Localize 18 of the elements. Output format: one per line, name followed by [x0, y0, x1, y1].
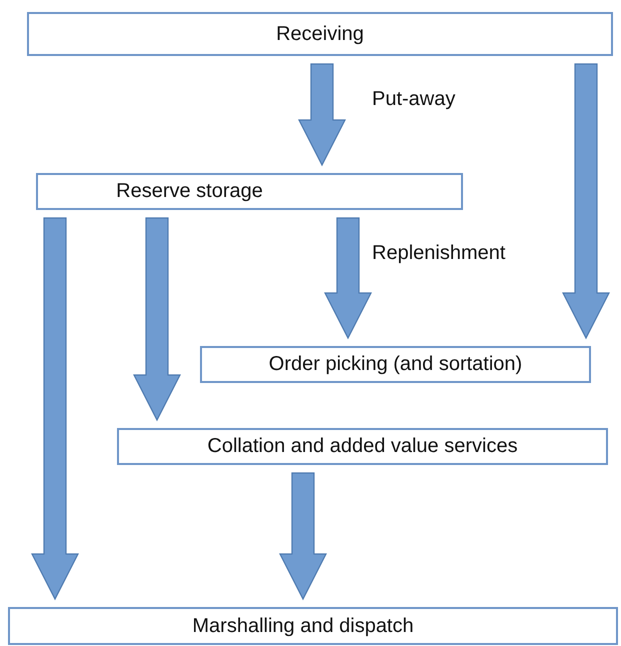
box-label: Receiving: [276, 22, 364, 46]
block-arrow: [324, 217, 372, 340]
box-label: Marshalling and dispatch: [192, 614, 414, 638]
edge-label: Replenishment: [372, 242, 506, 265]
block-arrow: [133, 217, 181, 422]
box-label: Collation and added value services: [207, 435, 518, 458]
process-box: [27, 12, 613, 56]
box-label: Reserve storage: [116, 180, 263, 203]
block-arrow: [298, 63, 346, 166]
process-box: [8, 607, 618, 645]
process-box: [36, 173, 463, 210]
edge-label: Put-away: [372, 88, 456, 111]
process-box: [117, 428, 608, 465]
block-arrow: [31, 217, 79, 600]
process-box: [200, 346, 591, 383]
block-arrow: [562, 63, 610, 340]
box-label: Order picking (and sortation): [268, 353, 522, 376]
block-arrow: [279, 472, 327, 600]
